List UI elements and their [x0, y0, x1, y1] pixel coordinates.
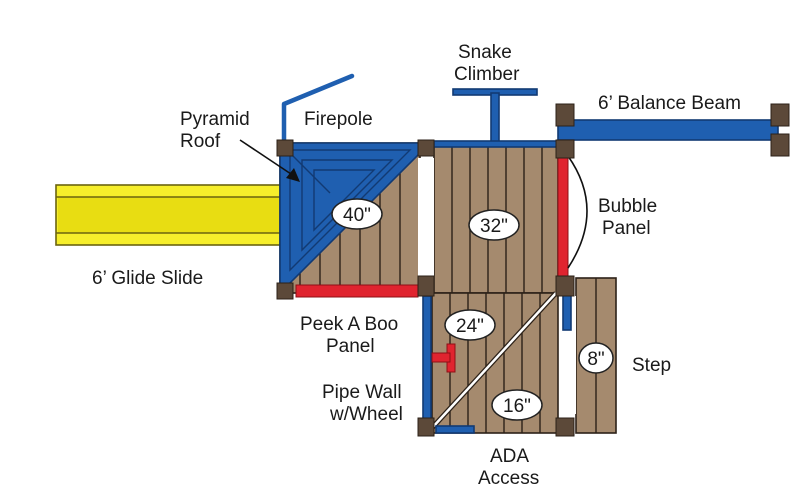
peek-a-boo-panel — [295, 284, 419, 298]
snake-climber — [452, 88, 538, 144]
height-24-badge: 24" — [444, 309, 496, 341]
svg-text:8": 8" — [587, 349, 604, 370]
peek-a-boo-label-2: Panel — [326, 336, 375, 357]
height-8-badge: 8" — [578, 342, 614, 374]
height-40-badge: 40" — [331, 198, 383, 230]
height-32-badge: 32" — [468, 209, 520, 241]
balance-beam — [555, 103, 790, 157]
glide-slide — [55, 184, 285, 246]
pipe-wall — [422, 295, 432, 427]
tower-gap — [418, 158, 434, 276]
firepole — [281, 73, 355, 151]
peek-a-boo-label: Peek A Boo — [300, 314, 398, 335]
corner-posts — [276, 139, 575, 437]
bubble-panel-label-2: Panel — [602, 218, 651, 239]
svg-text:40": 40" — [343, 205, 371, 226]
height-16-badge: 16" — [491, 389, 543, 421]
pyramid-roof-arrow — [239, 139, 300, 182]
snake-climber-label: Snake — [458, 42, 512, 63]
svg-text:32": 32" — [480, 216, 508, 237]
glide-slide-label: 6’ Glide Slide — [92, 268, 203, 289]
ada-access-label-2: Access — [478, 468, 539, 489]
svg-text:24": 24" — [456, 316, 484, 337]
ada-access-label: ADA — [490, 446, 529, 467]
climber-rail — [433, 140, 559, 148]
pyramid-roof-label-2: Roof — [180, 131, 221, 152]
bubble-panel — [557, 157, 569, 279]
firepole-label: Firepole — [304, 109, 373, 130]
step-label: Step — [632, 355, 671, 376]
snake-climber-label-2: Climber — [454, 64, 520, 85]
pipe-wall-label: Pipe Wall — [322, 382, 402, 403]
wheel-icon — [431, 343, 456, 373]
ada-access-bar — [435, 425, 475, 434]
pyramid-roof-label: Pyramid — [180, 109, 250, 130]
balance-beam-label: 6’ Balance Beam — [598, 93, 741, 114]
bubble-arc — [567, 155, 588, 269]
svg-text:16": 16" — [503, 396, 531, 417]
bubble-panel-label: Bubble — [598, 196, 657, 217]
pipe-wall-label-2: w/Wheel — [329, 404, 403, 425]
